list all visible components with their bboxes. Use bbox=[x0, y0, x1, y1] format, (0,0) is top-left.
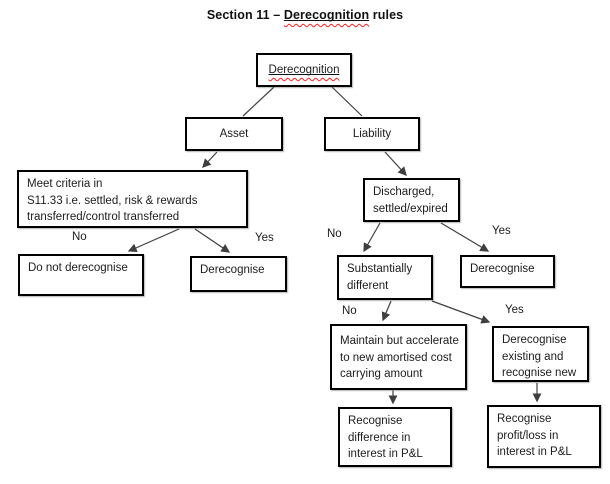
discharged-line: settled/expired bbox=[373, 202, 448, 215]
recognise-difference-line: Recognise bbox=[348, 415, 403, 427]
edge-liability-discharged bbox=[384, 151, 407, 176]
edge-discharged-derecognise bbox=[440, 222, 490, 252]
edge-criteria-do-not-derecognise bbox=[127, 228, 180, 253]
node-asset: Asset bbox=[185, 117, 283, 151]
title-underlined-word: Derecognition bbox=[284, 8, 369, 22]
asset-label: Asset bbox=[219, 127, 249, 140]
node-meet-criteria: Meet criteria in S11.33 i.e. settled, ri… bbox=[17, 170, 248, 228]
edge-discharged-substantially-different bbox=[363, 222, 381, 253]
spellcheck-squiggle: Derecognition bbox=[268, 63, 340, 76]
edge-substantially-maintain bbox=[381, 300, 392, 322]
derecognise-asset-label: Derecognise bbox=[200, 264, 265, 276]
node-substantially-different: Substantially different bbox=[337, 255, 433, 300]
edge-criteria-derecognise bbox=[194, 228, 231, 253]
recognise-profit-loss-line: Recognise bbox=[497, 413, 552, 425]
maintain-line: to new amortised cost bbox=[340, 351, 452, 364]
node-do-not-derecognise: Do not derecognise bbox=[18, 254, 144, 296]
spellcheck-squiggle: Derecognition bbox=[283, 8, 370, 22]
maintain-line: carrying amount bbox=[340, 368, 423, 380]
node-derecognise-liability: Derecognise bbox=[460, 255, 555, 288]
recognise-profit-loss-line: profit/loss in bbox=[497, 429, 559, 442]
node-recognise-difference-in-interest: Recognise difference in interest in P&L bbox=[338, 407, 452, 467]
edge-derecognition-liability bbox=[331, 86, 363, 117]
liability-label: Liability bbox=[352, 127, 392, 140]
maintain-line: Maintain but accelerate bbox=[340, 335, 459, 347]
title-suffix: rules bbox=[369, 8, 404, 22]
substantially-different-line: Substantially bbox=[347, 263, 413, 275]
criteria-line: Meet criteria in bbox=[27, 178, 103, 190]
recognise-profit-loss-line: interest in P&L bbox=[497, 446, 572, 458]
node-derecognise-existing-recognise-new: Derecognise existing and recognise new bbox=[492, 326, 589, 382]
edge-label-no: No bbox=[327, 228, 342, 240]
title-prefix: Section 11 – bbox=[206, 8, 284, 22]
edge-derecognition-asset bbox=[242, 86, 275, 117]
recognise-difference-line: interest in P&L bbox=[348, 448, 423, 460]
node-derecognition: Derecognition bbox=[256, 53, 352, 87]
do-not-derecognise-label: Do not derecognise bbox=[28, 262, 128, 274]
criteria-line: S11.33 i.e. settled, risk & rewards bbox=[27, 194, 198, 207]
derecognise-existing-line: existing and bbox=[502, 350, 564, 363]
edge-label-yes: Yes bbox=[255, 232, 274, 244]
criteria-line: transferred/control transferred bbox=[27, 211, 180, 223]
derecognise-existing-line: recognise new bbox=[502, 367, 577, 379]
node-maintain-accelerate: Maintain but accelerate to new amortised… bbox=[330, 324, 467, 390]
node-liability: Liability bbox=[324, 117, 420, 151]
page-title: Section 11 – Derecognition rules bbox=[0, 8, 610, 22]
derecognise-liability-label: Derecognise bbox=[470, 263, 535, 275]
edge-substantially-derecognise-existing bbox=[431, 300, 491, 324]
discharged-line: Discharged, bbox=[373, 186, 435, 198]
edge-asset-criteria bbox=[202, 151, 218, 168]
edge-label-no: No bbox=[342, 305, 357, 317]
derecognition-label: Derecognition bbox=[269, 62, 340, 79]
recognise-difference-line: difference in bbox=[348, 431, 411, 444]
node-recognise-profit-loss-in-interest: Recognise profit/loss in interest in P&L bbox=[487, 405, 601, 468]
edge-label-yes: Yes bbox=[505, 304, 524, 316]
node-derecognise-asset: Derecognise bbox=[190, 256, 287, 292]
edge-label-yes: Yes bbox=[492, 225, 511, 237]
node-discharged-settled-expired: Discharged, settled/expired bbox=[363, 178, 460, 222]
edge-label-no: No bbox=[72, 231, 87, 243]
substantially-different-line: different bbox=[347, 279, 389, 292]
derecognise-existing-line: Derecognise bbox=[502, 334, 567, 346]
